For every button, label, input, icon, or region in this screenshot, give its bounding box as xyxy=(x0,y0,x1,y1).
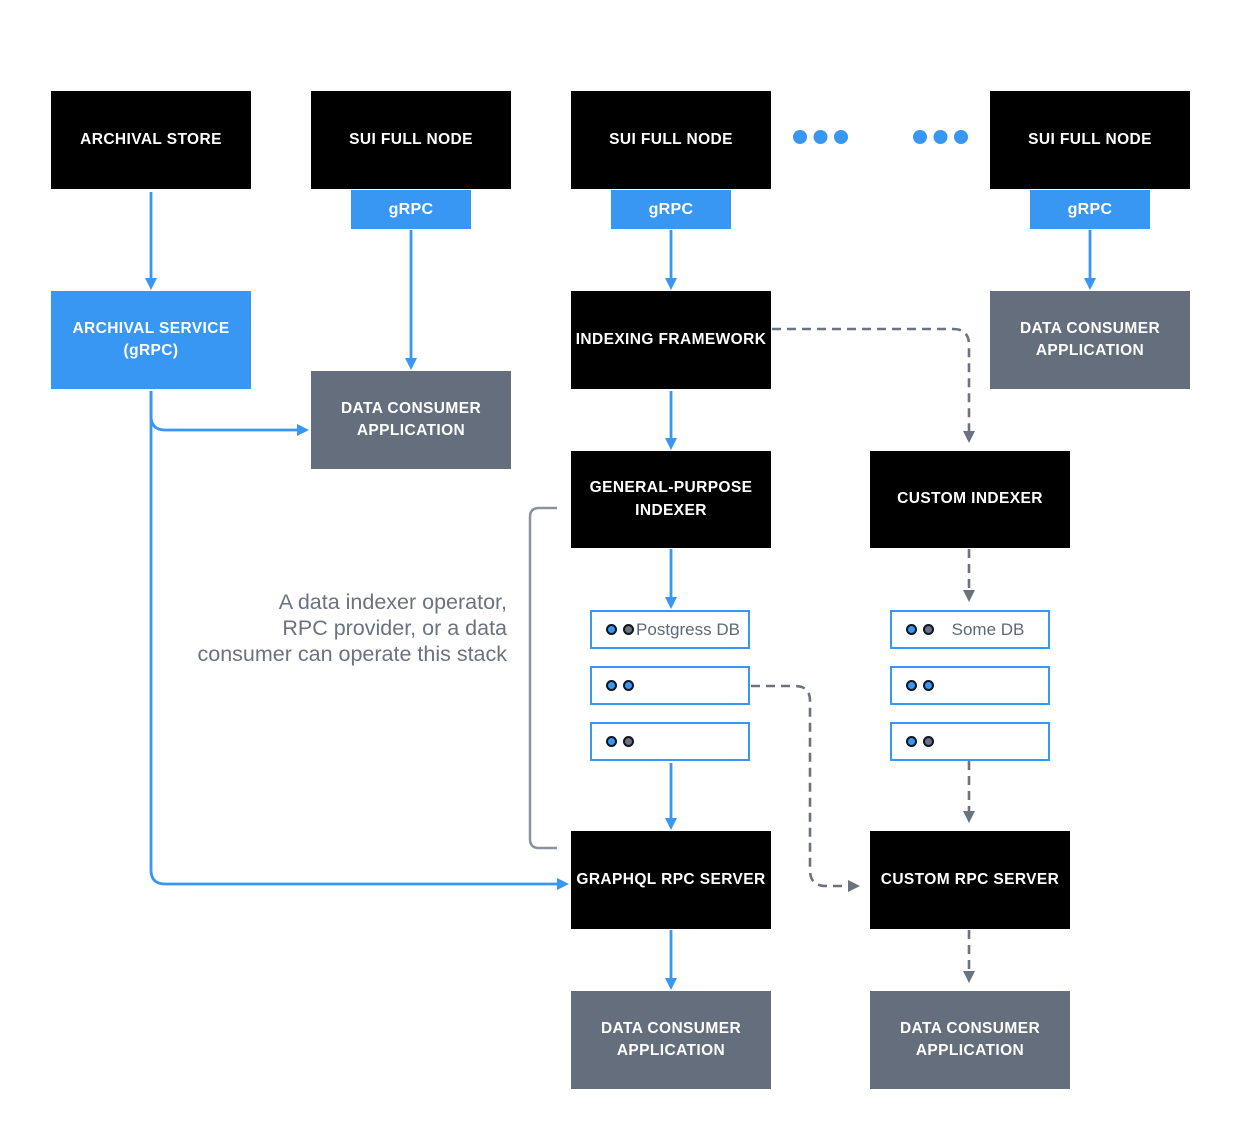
badge-label: gRPC xyxy=(388,200,434,218)
db-dots xyxy=(906,624,934,635)
node-label: ARCHIVAL SERVICE (gRPC) xyxy=(72,319,230,359)
node-custom-indexer: CUSTOM INDEXER xyxy=(870,451,1070,548)
db-dots xyxy=(606,680,634,691)
db-dot-blue-icon xyxy=(606,624,617,635)
node-label: DATA CONSUMER APPLICATION xyxy=(340,399,482,439)
db-dots xyxy=(906,680,934,691)
stack-annotation: A data indexer operator, RPC provider, o… xyxy=(197,589,507,667)
stack-bracket xyxy=(528,506,557,850)
db-dot-gray-icon xyxy=(623,736,634,747)
db-dots xyxy=(606,736,634,747)
dashed-indexing-framework-to-custom-indexer xyxy=(772,327,975,443)
db-row-some-db: Some DB xyxy=(890,610,1050,649)
node-data-consumer-app-bottom-right: DATA CONSUMER APPLICATION xyxy=(870,991,1070,1089)
db-row-label: Some DB xyxy=(951,619,1025,639)
db-dots xyxy=(606,624,634,635)
db-dot-blue-icon xyxy=(606,736,617,747)
node-data-consumer-app-bottom-left: DATA CONSUMER APPLICATION xyxy=(571,991,771,1089)
annotation-line: RPC provider, or a data xyxy=(282,616,507,640)
db-dot-gray-icon xyxy=(923,736,934,747)
dashed-db-to-custom-rpc-server xyxy=(751,684,860,892)
node-sui-full-node-3: SUI FULL NODE xyxy=(990,91,1190,189)
db-row xyxy=(890,666,1050,705)
db-dots xyxy=(906,736,934,747)
db-row-label: Postgress DB xyxy=(636,619,740,639)
grpc-badge-3: gRPC xyxy=(1030,190,1150,229)
node-label: DATA CONSUMER APPLICATION xyxy=(899,1019,1041,1059)
grpc-badge-1: gRPC xyxy=(351,190,471,229)
node-general-purpose-indexer: GENERAL-PURPOSE INDEXER xyxy=(571,451,771,548)
db-row xyxy=(890,722,1050,761)
annotation-line: consumer can operate this stack xyxy=(197,642,507,666)
annotation-line: A data indexer operator, xyxy=(278,590,507,614)
db-dot-blue-icon xyxy=(906,680,917,691)
db-dot-blue-icon xyxy=(923,680,934,691)
node-indexing-framework: INDEXING FRAMEWORK xyxy=(571,291,771,389)
node-archival-store: ARCHIVAL STORE xyxy=(51,91,251,189)
node-label: SUI FULL NODE xyxy=(609,130,733,148)
node-label: SUI FULL NODE xyxy=(349,130,473,148)
node-label: CUSTOM INDEXER xyxy=(897,490,1043,508)
arrow-archival-service-to-graphql-server xyxy=(149,391,569,890)
node-graphql-rpc-server: GRAPHQL RPC SERVER xyxy=(571,831,771,929)
db-dot-blue-icon xyxy=(606,680,617,691)
db-row xyxy=(590,666,750,705)
node-label: GENERAL-PURPOSE INDEXER xyxy=(589,479,753,519)
arrow-archival-service-to-data-consumer-app xyxy=(149,391,309,436)
grpc-badge-2: gRPC xyxy=(611,190,731,229)
node-data-consumer-app-left: DATA CONSUMER APPLICATION xyxy=(311,371,511,469)
node-label: ARCHIVAL STORE xyxy=(80,130,222,148)
node-sui-full-node-2: SUI FULL NODE xyxy=(571,91,771,189)
node-label: CUSTOM RPC SERVER xyxy=(880,870,1060,888)
badge-label: gRPC xyxy=(648,200,694,218)
db-dot-gray-icon xyxy=(923,624,934,635)
db-dot-blue-icon xyxy=(623,680,634,691)
node-label: INDEXING FRAMEWORK xyxy=(575,330,767,348)
node-archival-service: ARCHIVAL SERVICE (gRPC) xyxy=(51,291,251,389)
node-label: GRAPHQL RPC SERVER xyxy=(576,870,766,888)
db-dot-blue-icon xyxy=(906,736,917,747)
badge-label: gRPC xyxy=(1067,200,1113,218)
node-label: SUI FULL NODE xyxy=(1028,130,1152,148)
node-label: DATA CONSUMER APPLICATION xyxy=(1019,319,1161,359)
node-data-consumer-app-top-right: DATA CONSUMER APPLICATION xyxy=(990,291,1190,389)
node-sui-full-node-1: SUI FULL NODE xyxy=(311,91,511,189)
db-row-postgres: Postgress DB xyxy=(590,610,750,649)
db-dot-gray-icon xyxy=(623,624,634,635)
db-dot-blue-icon xyxy=(906,624,917,635)
node-label: DATA CONSUMER APPLICATION xyxy=(600,1019,742,1059)
ellipsis-dots-icon xyxy=(793,130,968,144)
db-row xyxy=(590,722,750,761)
node-custom-rpc-server: CUSTOM RPC SERVER xyxy=(870,831,1070,929)
